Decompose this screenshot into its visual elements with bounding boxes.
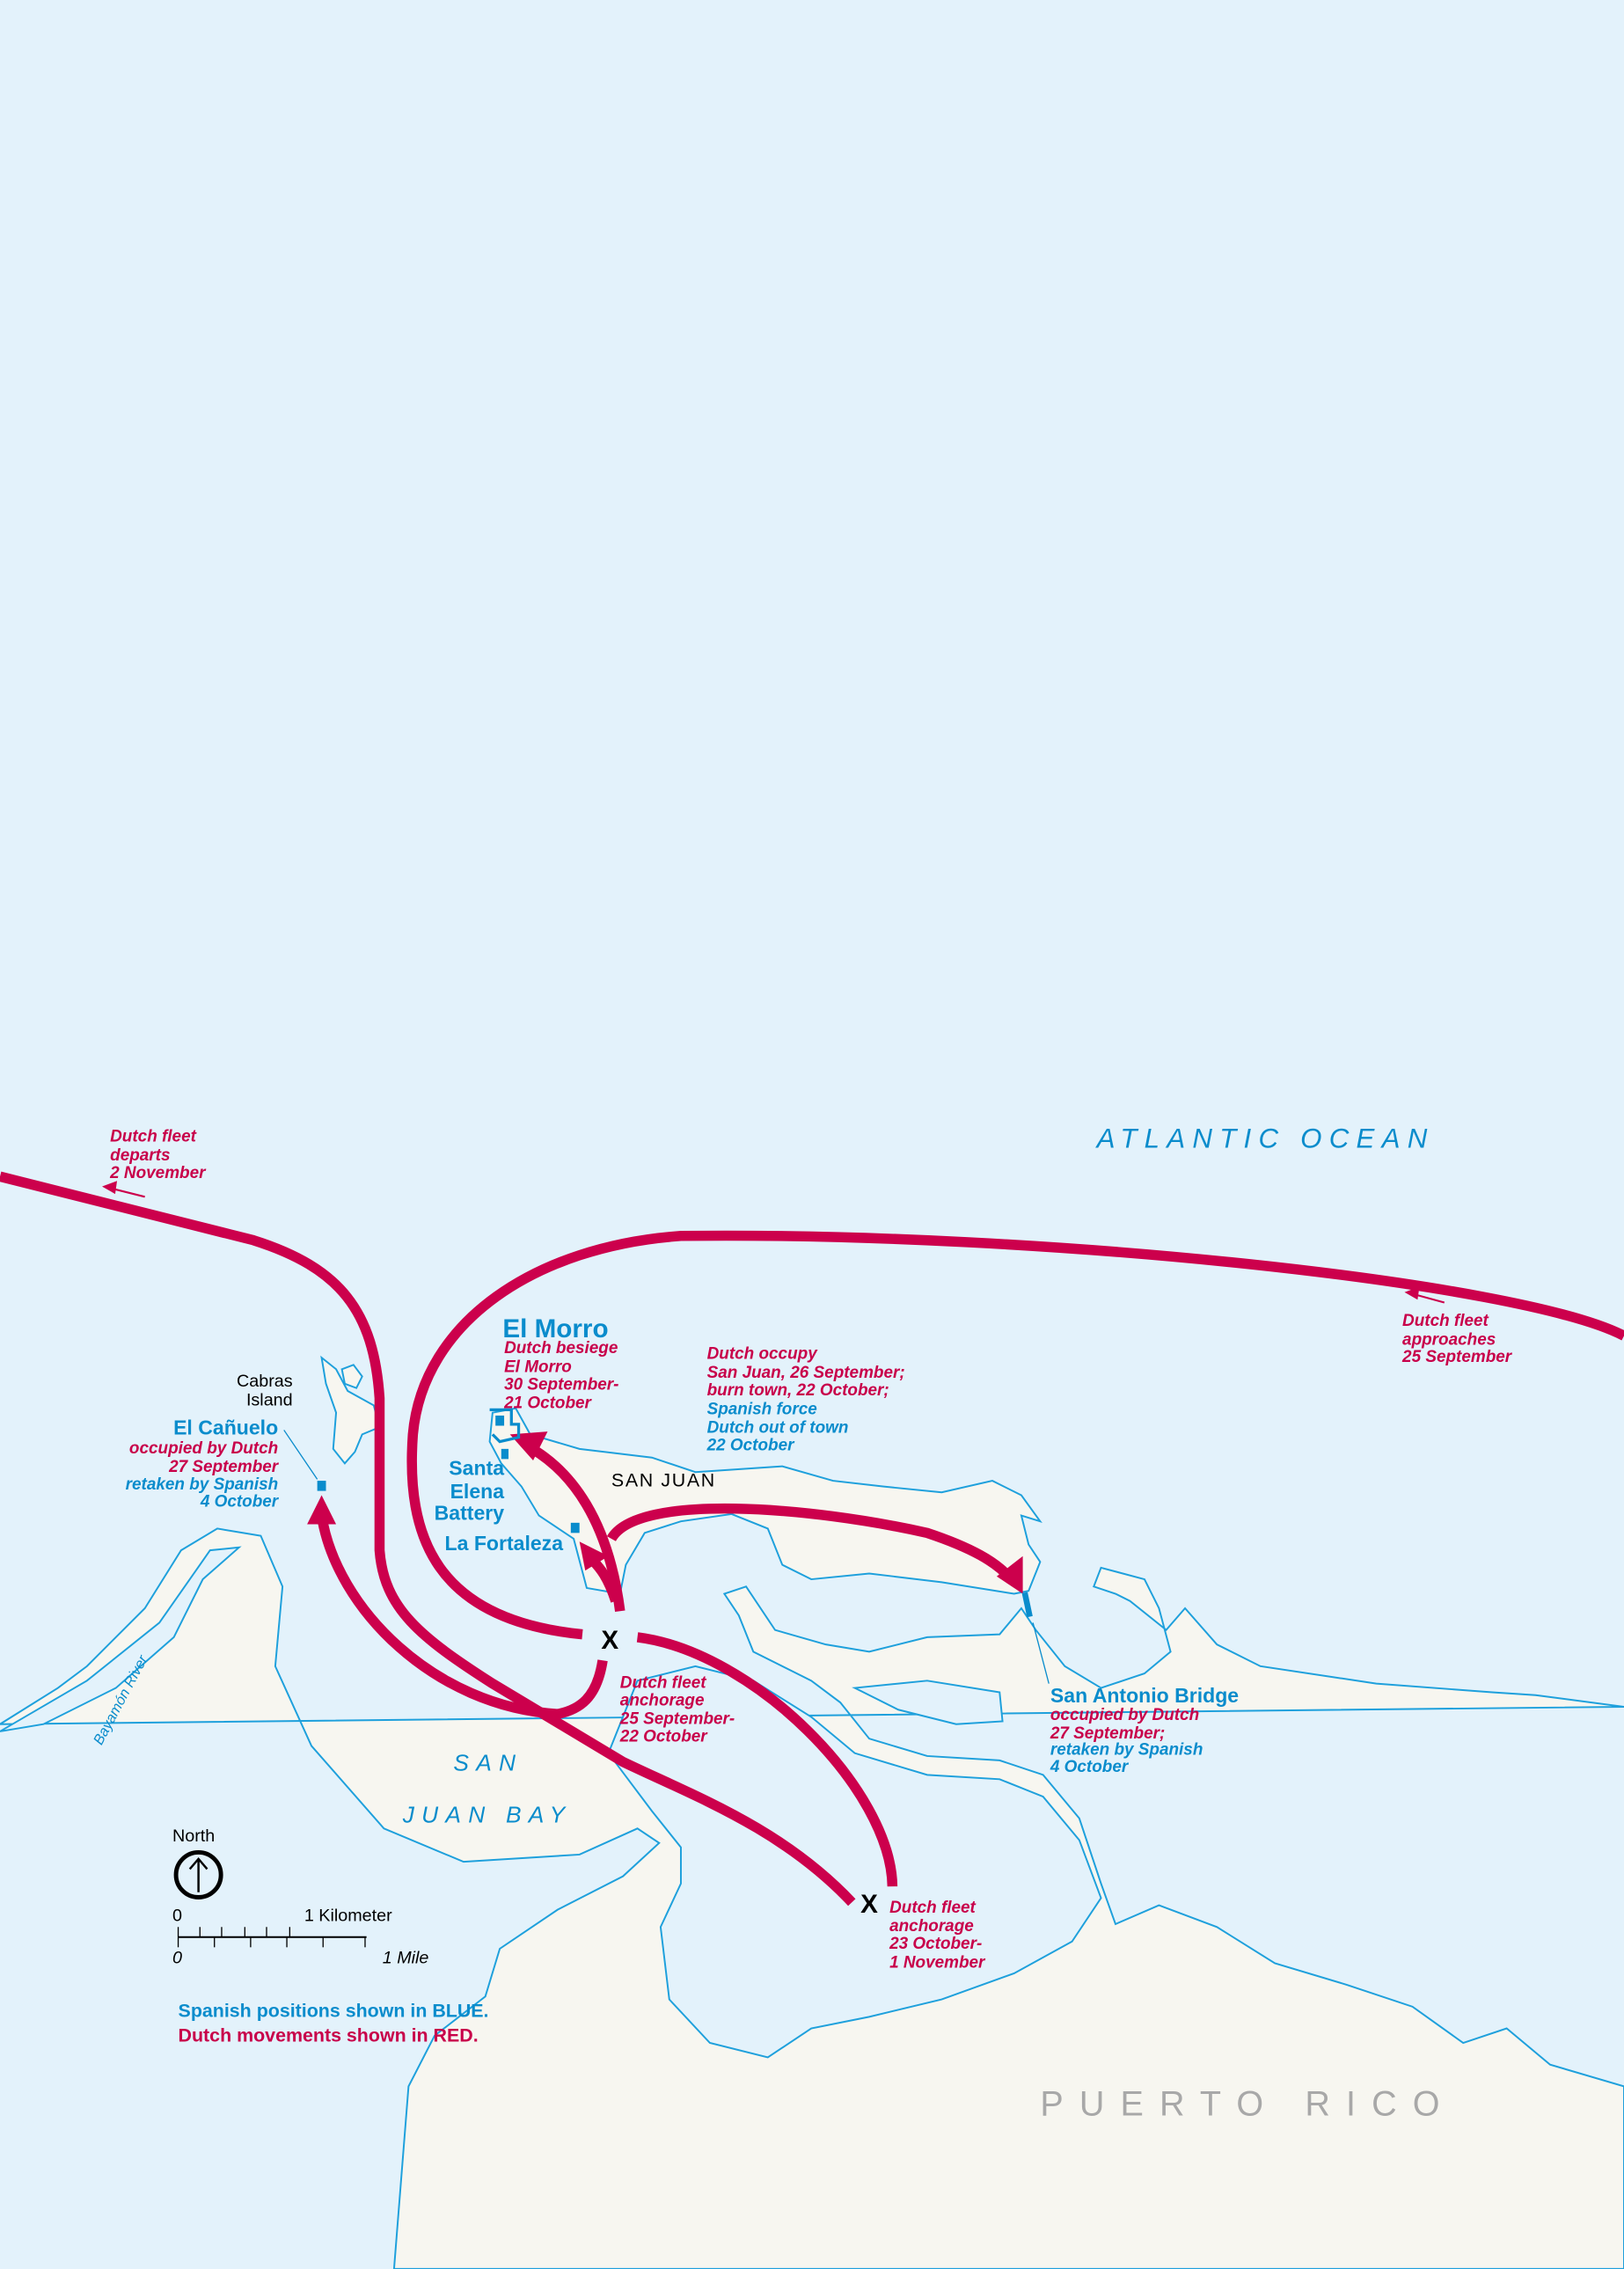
el-morro-marker — [495, 1415, 505, 1426]
svg-text:Spanish force: Spanish force — [707, 1400, 817, 1418]
svg-text:30 September-: 30 September- — [504, 1375, 618, 1394]
north-indicator: North — [172, 1826, 223, 1899]
la-fortaleza-label: La Fortaleza — [445, 1532, 564, 1555]
svg-text:22 October: 22 October — [706, 1436, 795, 1454]
el-morro-label: El Morro Dutch besiege El Morro 30 Septe… — [502, 1314, 618, 1413]
departs-note: Dutch fleet departs 2 November — [109, 1128, 207, 1182]
svg-text:occupied by Dutch: occupied by Dutch — [129, 1439, 278, 1458]
el-canuelo-marker — [317, 1481, 326, 1491]
route-to-san-antonio — [606, 1503, 1015, 1583]
leader-lines — [283, 1430, 1050, 1684]
svg-text:25 September: 25 September — [1401, 1348, 1513, 1366]
svg-text:Dutch fleet: Dutch fleet — [889, 1899, 976, 1917]
svg-text:25 September-: 25 September- — [619, 1710, 735, 1729]
svg-text:approaches: approaches — [1402, 1330, 1496, 1349]
svg-text:Santa: Santa — [449, 1456, 504, 1479]
svg-text:Dutch besiege: Dutch besiege — [504, 1339, 618, 1358]
route-departure — [0, 1171, 856, 1907]
svg-text:departs: departs — [110, 1146, 170, 1165]
occupy-note: Dutch occupy San Juan, 26 September; bur… — [706, 1345, 905, 1455]
city-label: SAN JUAN — [611, 1470, 716, 1491]
north-arrow-icon — [173, 1849, 223, 1899]
anchorage1-mark: X — [601, 1626, 618, 1655]
svg-text:Dutch out of town: Dutch out of town — [707, 1419, 849, 1438]
cabras-island — [320, 1355, 381, 1465]
svg-text:27 September;: 27 September; — [1050, 1724, 1165, 1743]
svg-text:anchorage: anchorage — [889, 1917, 974, 1936]
legend: Spanish positions shown in BLUE. Dutch m… — [179, 2000, 489, 2046]
svg-text:23 October-: 23 October- — [889, 1935, 982, 1953]
inner-bay — [607, 1665, 1102, 2059]
la-fortaleza-marker — [570, 1522, 580, 1533]
svg-text:1 Mile: 1 Mile — [383, 1948, 429, 1967]
svg-text:Dutch occupy: Dutch occupy — [707, 1345, 819, 1364]
svg-text:retaken by Spanish: retaken by Spanish — [1050, 1740, 1203, 1759]
svg-text:Elena: Elena — [450, 1480, 505, 1503]
river-channel — [0, 1546, 242, 1732]
route-approach — [406, 1230, 1624, 1640]
legend-blue: Spanish positions shown in BLUE. — [179, 2000, 489, 2021]
bay-label-1: SAN — [453, 1749, 523, 1775]
svg-text:4 October: 4 October — [1050, 1758, 1130, 1776]
anchorage1-note: Dutch fleet anchorage 25 September- 22 O… — [619, 1674, 735, 1746]
route-to-el-morro — [524, 1441, 625, 1613]
bay-label-2: JUAN BAY — [402, 1802, 573, 1828]
svg-text:27 September: 27 September — [168, 1458, 280, 1476]
svg-text:22 October: 22 October — [619, 1727, 708, 1746]
svg-text:North: North — [172, 1826, 215, 1846]
svg-text:burn town, 22 October;: burn town, 22 October; — [707, 1381, 889, 1400]
svg-text:Battery: Battery — [435, 1502, 505, 1525]
svg-text:Dutch fleet: Dutch fleet — [110, 1128, 196, 1146]
lagoon — [852, 1680, 1004, 1725]
svg-text:21 October: 21 October — [503, 1394, 592, 1413]
svg-text:0: 0 — [172, 1907, 182, 1926]
santa-elena-label: Santa Elena Battery — [435, 1456, 505, 1524]
svg-text:El Morro: El Morro — [504, 1358, 572, 1377]
svg-text:1 November: 1 November — [889, 1953, 986, 1972]
approaches-note: Dutch fleet approaches 25 September — [1401, 1312, 1513, 1366]
route-to-el-canuelo — [316, 1514, 608, 1719]
svg-text:retaken by Spanish: retaken by Spanish — [126, 1475, 279, 1494]
arrowhead-el-morro — [509, 1431, 548, 1461]
svg-text:occupied by Dutch: occupied by Dutch — [1050, 1706, 1199, 1724]
islet — [340, 1364, 363, 1389]
island-label-1: Cabras — [237, 1372, 293, 1391]
svg-text:2 November: 2 November — [109, 1164, 207, 1182]
svg-text:El Cañuelo: El Cañuelo — [173, 1416, 278, 1438]
svg-text:Dutch fleet: Dutch fleet — [620, 1674, 706, 1693]
arrowhead-la-fortaleza — [579, 1541, 609, 1571]
legend-red: Dutch movements shown in RED. — [179, 2024, 479, 2046]
small-arrows — [102, 1181, 1445, 1304]
route-to-anchorage2 — [636, 1632, 898, 1887]
svg-text:San Antonio Bridge: San Antonio Bridge — [1050, 1684, 1239, 1707]
svg-text:1 Kilometer: 1 Kilometer — [304, 1907, 392, 1926]
svg-text:anchorage: anchorage — [620, 1691, 705, 1709]
el-canuelo-label: El Cañuelo occupied by Dutch 27 Septembe… — [126, 1416, 280, 1511]
santa-elena-marker — [501, 1448, 509, 1460]
ocean-label: ATLANTIC OCEAN — [1095, 1123, 1435, 1153]
svg-text:4 October: 4 October — [200, 1493, 280, 1511]
arrowheads — [307, 1431, 1023, 1594]
san-juan-islet — [488, 1407, 1042, 1595]
anchorage2-mark: X — [860, 1890, 878, 1919]
island-label-2: Island — [246, 1390, 293, 1409]
spanish-positions — [317, 1408, 1033, 1618]
svg-text:El Morro: El Morro — [502, 1314, 608, 1343]
svg-text:0: 0 — [172, 1948, 182, 1967]
arrowhead-el-canuelo — [307, 1495, 337, 1525]
arrowhead-san-antonio — [996, 1555, 1023, 1594]
svg-text:San Juan, 26 September;: San Juan, 26 September; — [707, 1364, 905, 1382]
anchorage2-note: Dutch fleet anchorage 23 October- 1 Nove… — [889, 1899, 986, 1973]
country-label: PUERTO RICO — [1040, 2084, 1455, 2123]
san-antonio-marker — [1021, 1592, 1033, 1618]
scale-bar: 0 1 Kilometer 0 1 Mile — [172, 1907, 428, 1968]
svg-text:Dutch fleet: Dutch fleet — [1402, 1312, 1489, 1330]
san-antonio-label: San Antonio Bridge occupied by Dutch 27 … — [1050, 1684, 1239, 1776]
